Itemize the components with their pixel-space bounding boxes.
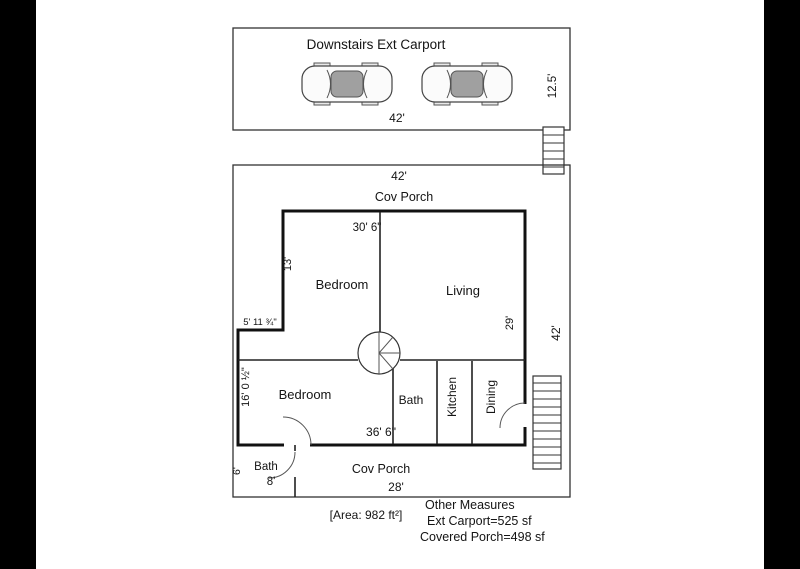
bath-label: Bath [399, 393, 424, 407]
carport-outline [232, 27, 571, 131]
area-label: [Area: 982 ft²] [330, 508, 403, 522]
main-section: 42' Cov Porch 30' 6" 13' Bedroom [232, 164, 571, 498]
summary: [Area: 982 ft²] Other Measures Ext Carpo… [330, 498, 546, 544]
other-measures-title: Other Measures [425, 498, 515, 512]
car-icon [421, 62, 513, 106]
spiral-stair-icon [357, 331, 401, 375]
porch-bath-width-dim: 8' [267, 476, 276, 488]
door-swing-icon [499, 402, 526, 429]
covered-porch-measure: Covered Porch=498 sf [420, 530, 545, 544]
living-label: Living [446, 283, 480, 298]
porch-bath-label: Bath [254, 461, 278, 473]
unit-width-bottom-dim: 36' 6" [366, 425, 396, 439]
door-opening [292, 451, 298, 477]
dim-left-lower: 16' 0 ½" [240, 367, 252, 407]
carport-width-dim: 42' [389, 111, 405, 125]
cov-porch-top-label: Cov Porch [375, 190, 433, 204]
carport-depth-dim: 12.5' [547, 74, 559, 99]
door-swing-icon [282, 416, 312, 446]
car-icon [301, 62, 393, 106]
bedroom-lower-label: Bedroom [279, 387, 332, 402]
entry-stairs [542, 126, 565, 175]
door-swing-icon [268, 451, 296, 479]
dim-left-upper: 13' [282, 257, 294, 271]
dim-right: 29' [504, 316, 516, 330]
cov-porch-bottom-label: Cov Porch [352, 462, 410, 476]
porch-width-dim: 28' [388, 480, 404, 494]
stairs-icon [532, 375, 562, 470]
entry-stairs-icon [542, 126, 565, 175]
carport-title: Downstairs Ext Carport [307, 37, 446, 52]
porch-outline [232, 164, 571, 498]
door-opening [284, 441, 310, 449]
unit-width-dim: 30' 6" [353, 222, 382, 234]
bedroom-upper-label: Bedroom [316, 277, 369, 292]
kitchen-label: Kitchen [445, 377, 459, 417]
porch-width-top-dim: 42' [391, 169, 407, 183]
dim-step: 5' 11 ¾" [243, 317, 277, 328]
door-opening [521, 404, 529, 427]
unit-walls [236, 209, 527, 447]
porch-section: Bath 8' 6' Cov Porch 28' [231, 445, 410, 497]
dining-label: Dining [484, 380, 498, 414]
carport-section: Downstairs Ext Carport 42' 12.5' [232, 27, 571, 131]
dim-far-right: 42' [549, 325, 563, 341]
ext-carport-measure: Ext Carport=525 sf [427, 514, 532, 528]
porch-bath-depth-dim: 6' [231, 467, 243, 475]
